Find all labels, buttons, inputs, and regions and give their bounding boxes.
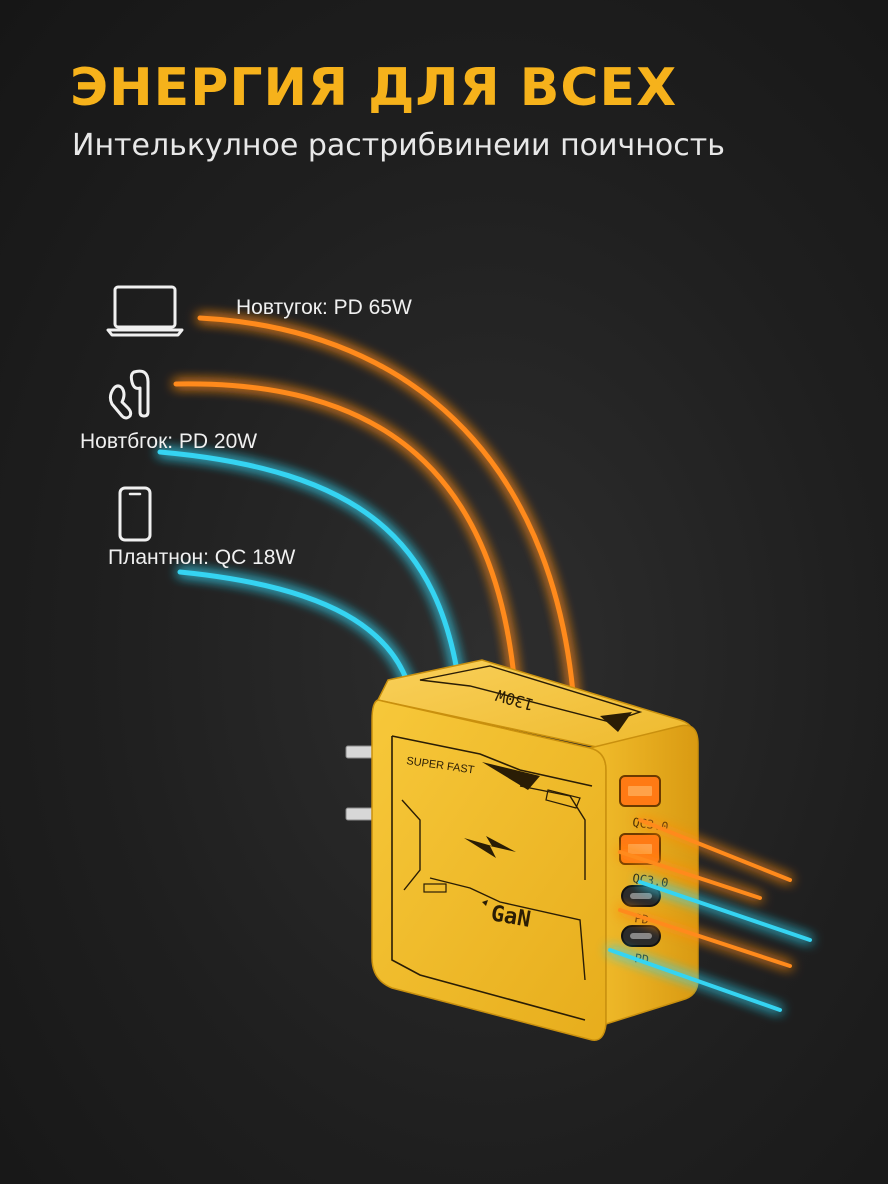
out-cable-3 bbox=[638, 880, 812, 942]
earbuds-icon bbox=[108, 369, 150, 420]
out-cable-4 bbox=[618, 908, 792, 968]
laptop-icon bbox=[106, 285, 184, 337]
cable-cyan-2 bbox=[177, 569, 413, 693]
lightning-icon bbox=[464, 836, 516, 858]
headline: ЭНЕРГИЯ ДЛЯ ВСЕХ bbox=[70, 58, 678, 118]
device-label-earbuds: Новтбгок: PD 20W bbox=[80, 430, 258, 453]
charger-side bbox=[589, 724, 699, 1026]
cable-laptop-1 bbox=[197, 315, 578, 721]
out-cable-1 bbox=[638, 818, 792, 882]
cable-buds bbox=[173, 381, 519, 703]
out-cable-5 bbox=[608, 948, 782, 1012]
phone-icon bbox=[118, 486, 152, 542]
device-label-phone: Плантнон: QC 18W bbox=[108, 546, 296, 569]
charger-front bbox=[371, 699, 607, 1041]
subheadline: Интелькулное растрибвинеии поичность bbox=[72, 128, 725, 163]
device-label-laptop: Новтугок: PD 65W bbox=[236, 296, 412, 319]
out-cable-2 bbox=[618, 850, 762, 900]
cable-cyan-1 bbox=[157, 449, 463, 693]
